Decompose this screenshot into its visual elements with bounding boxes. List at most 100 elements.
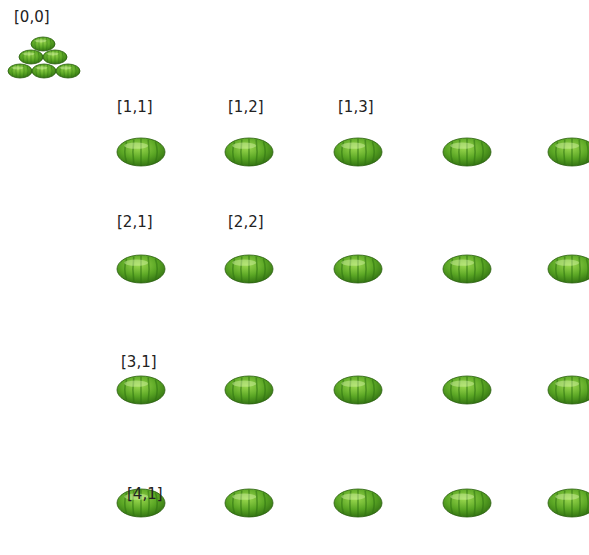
- melon-stripe: [481, 380, 483, 401]
- melon-stripe: [364, 140, 366, 165]
- melon-rind: [225, 489, 273, 517]
- melon-rind: [8, 64, 32, 78]
- melon-stripe: [481, 493, 483, 514]
- melon-highlight: [36, 66, 48, 69]
- melon-stripe: [263, 259, 265, 280]
- melon-rind: [443, 138, 491, 166]
- watermelon-icon: [43, 50, 67, 64]
- watermelon-icon: [31, 37, 55, 51]
- grid-index-label: [1,1]: [117, 98, 153, 116]
- melon-rind: [334, 255, 382, 283]
- melon-stripe: [62, 52, 64, 62]
- melon-stripe: [578, 491, 580, 516]
- watermelon-icon: [334, 376, 382, 404]
- melon-stripe: [263, 493, 265, 514]
- melon-highlight: [341, 143, 365, 149]
- melon-stripe: [473, 257, 475, 282]
- melon-highlight: [232, 260, 256, 266]
- grid-index-label: [2,2]: [228, 213, 264, 231]
- melon-rind: [334, 376, 382, 404]
- melon-rind: [117, 255, 165, 283]
- melon-stripe: [473, 378, 475, 403]
- melon-stripe: [578, 257, 580, 282]
- grid-index-label: [4,1]: [127, 485, 163, 503]
- melon-rind: [43, 50, 67, 64]
- melon-stripe: [473, 140, 475, 165]
- melon-stripe: [155, 142, 157, 163]
- melon-stripe: [372, 259, 374, 280]
- melon-stripe: [263, 380, 265, 401]
- melon-highlight: [124, 143, 148, 149]
- melon-highlight: [341, 260, 365, 266]
- melon-stripe: [586, 493, 588, 514]
- melon-stripe: [255, 257, 257, 282]
- melon-highlight: [47, 52, 59, 55]
- watermelon-icon: [548, 255, 589, 283]
- watermelon-icon: [548, 376, 589, 404]
- watermelon-icon: [443, 138, 491, 166]
- melon-highlight: [555, 143, 579, 149]
- melon-rind: [443, 489, 491, 517]
- melon-rind: [548, 255, 589, 283]
- melon-stripe: [155, 259, 157, 280]
- melon-highlight: [341, 494, 365, 500]
- melon-stripe: [481, 259, 483, 280]
- melon-stripe: [155, 380, 157, 401]
- melon-highlight: [450, 494, 474, 500]
- melon-stripe: [58, 51, 59, 63]
- watermelon-icon: [225, 138, 273, 166]
- grid-index-label: [3,1]: [121, 353, 157, 371]
- watermelon-icon: [443, 489, 491, 517]
- grid-index-label: [2,1]: [117, 213, 153, 231]
- melon-stripe: [578, 378, 580, 403]
- melon-stripe: [46, 38, 47, 50]
- melon-stripe: [372, 142, 374, 163]
- melon-stripe: [364, 378, 366, 403]
- melon-stripe: [263, 142, 265, 163]
- melon-highlight: [555, 494, 579, 500]
- watermelon-icon: [225, 489, 273, 517]
- melon-stripe: [481, 142, 483, 163]
- melon-stripe: [364, 491, 366, 516]
- melon-stripe: [372, 380, 374, 401]
- melon-highlight: [23, 52, 35, 55]
- melon-stripe: [147, 257, 150, 282]
- melon-rind: [117, 376, 165, 404]
- melon-highlight: [450, 381, 474, 387]
- melon-stripe: [473, 491, 475, 516]
- melon-rind: [56, 64, 80, 78]
- melon-stripe: [364, 257, 366, 282]
- melon-highlight: [35, 39, 47, 42]
- melon-highlight: [60, 66, 72, 69]
- melon-rind: [225, 138, 273, 166]
- melon-rind: [19, 50, 43, 64]
- melon-stripe: [27, 66, 29, 76]
- melon-rind: [225, 376, 273, 404]
- watermelon-icon: [117, 376, 165, 404]
- melon-highlight: [12, 66, 24, 69]
- melon-stripe: [38, 52, 40, 62]
- watermelon-icon: [117, 255, 165, 283]
- melon-stripe: [34, 51, 35, 63]
- melon-stripe: [372, 493, 374, 514]
- melon-stripe: [23, 65, 24, 77]
- melon-rind: [225, 255, 273, 283]
- watermelon-icon: [225, 255, 273, 283]
- watermelon-icon: [56, 64, 80, 78]
- melon-stripe: [255, 491, 257, 516]
- watermelon-icon: [334, 489, 382, 517]
- melon-rind: [548, 489, 589, 517]
- melon-stripe: [71, 65, 72, 77]
- melon-highlight: [232, 143, 256, 149]
- melon-stripe: [47, 65, 48, 77]
- grid-index-label: [1,3]: [338, 98, 374, 116]
- melon-rind: [32, 64, 56, 78]
- watermelon-icon: [548, 489, 589, 517]
- melon-highlight: [232, 381, 256, 387]
- watermelon-icon: [19, 50, 43, 64]
- melon-stripe: [578, 140, 580, 165]
- melon-highlight: [450, 260, 474, 266]
- melon-stripe: [255, 140, 257, 165]
- melon-rind: [334, 489, 382, 517]
